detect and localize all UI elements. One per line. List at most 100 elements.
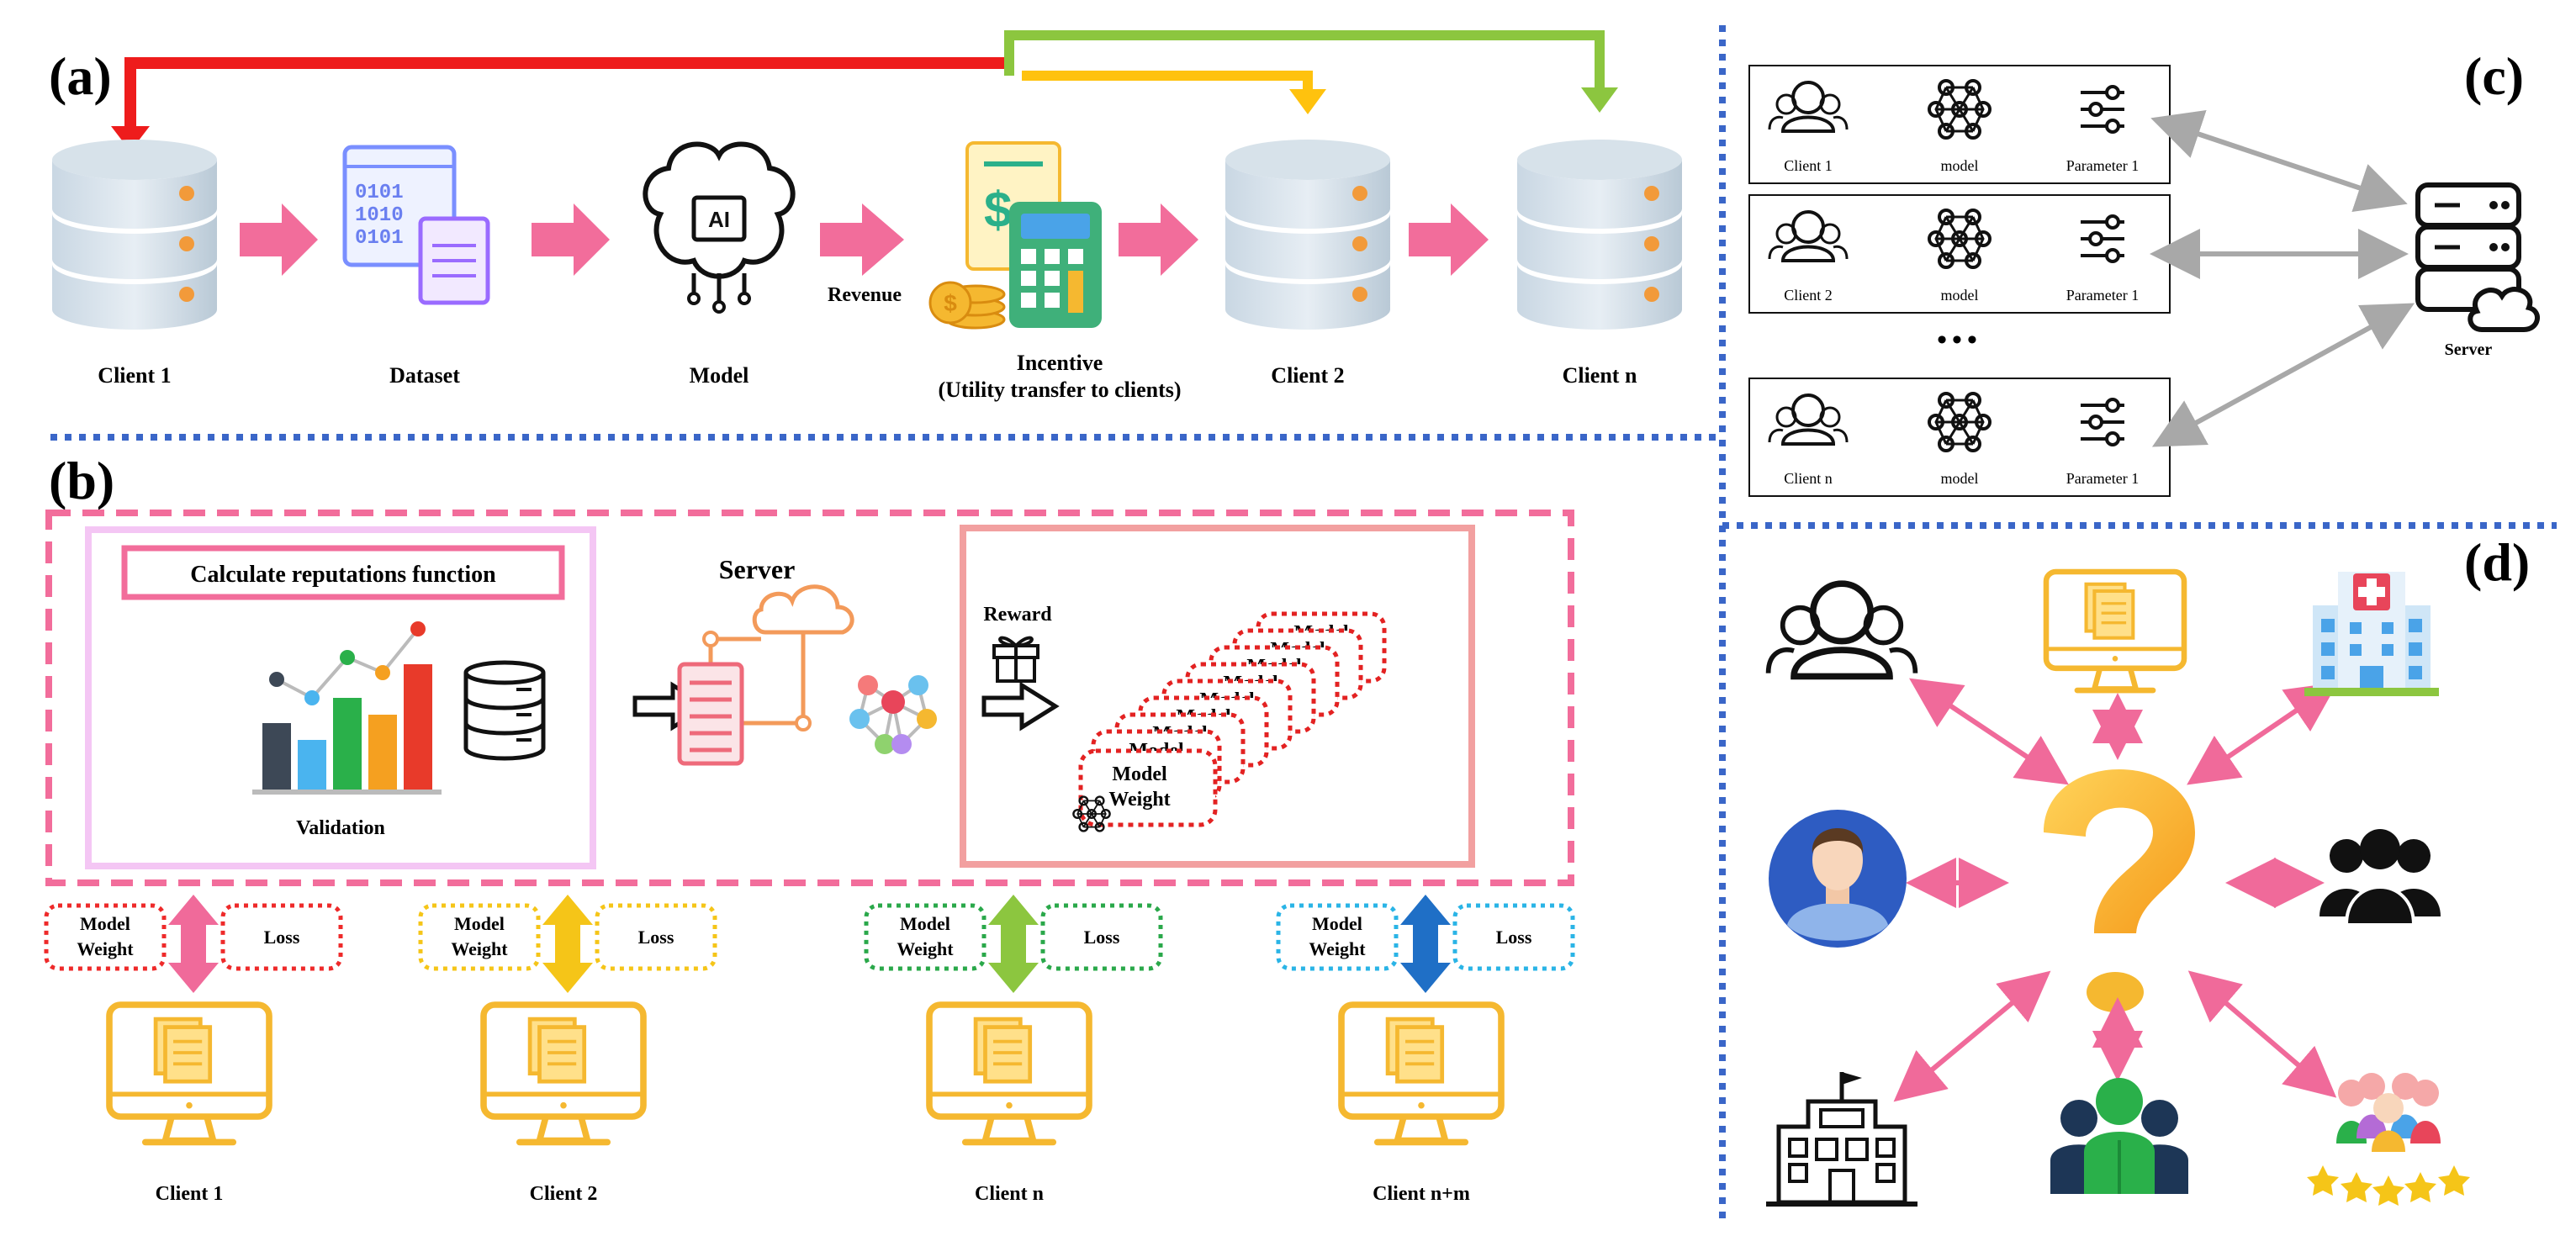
model-weight-line2: Weight [1309, 938, 1366, 959]
model-weight-box [864, 903, 986, 971]
panel-d: (d) ? [0, 532, 2530, 1207]
svg-text:1010: 1010 [355, 204, 404, 227]
row-model-label: model [1941, 470, 1979, 487]
exchange-double-arrow [542, 895, 593, 993]
exchange-double-arrow [168, 895, 219, 993]
reputation-function-title: Calculate reputations function [190, 562, 496, 588]
client-parameter-row: Client n model Parameter 1 [1748, 378, 2171, 497]
client2-database-icon [1225, 140, 1390, 330]
label-model: Model [690, 363, 749, 388]
server-connections [2150, 109, 2415, 447]
row-param-label: Parameter 1 [2066, 470, 2139, 487]
label-client2: Client 2 [1271, 363, 1344, 388]
dollar-sign: $ [984, 182, 1012, 238]
flow-arrow [532, 203, 610, 276]
server-label: Server [719, 554, 796, 584]
stakeholder-arrows [1893, 678, 2338, 1102]
label-incentive-line2: (Utility transfer to clients) [938, 378, 1181, 402]
client1-database-icon [52, 140, 217, 330]
reward-label: Reward [983, 604, 1052, 626]
gift-icon [992, 636, 1039, 683]
row-model-label: model [1941, 157, 1979, 174]
front-card-line1: Model [1112, 763, 1167, 785]
svg-text:0101: 0101 [355, 182, 404, 204]
exchange-double-arrow [988, 895, 1039, 993]
label-clientn: Client n [1563, 363, 1637, 388]
client-monitor-icon [1341, 1005, 1501, 1142]
coin-dollar-sign: $ [944, 290, 957, 316]
model-weight-line1: Model [80, 913, 130, 934]
server-c-label: Server [2445, 341, 2493, 359]
parameter-slider-icon [2079, 398, 2126, 446]
validation-label: Validation [296, 817, 385, 839]
validation-box [85, 526, 596, 869]
parameter-slider-icon [2079, 85, 2126, 134]
client-monitor-icon [109, 1005, 269, 1142]
panel-a: (a) Client 1 0101 1010 0101 Dataset [49, 30, 1682, 402]
server-rack-icon [2415, 182, 2540, 332]
incentive-calculator-icon: $ $ [928, 141, 1102, 330]
row-client-label: Client 1 [1784, 157, 1833, 174]
model-weight-line1: Model [1312, 913, 1362, 934]
client-name: Client 1 [156, 1183, 224, 1205]
rated-team-icon [2307, 1073, 2470, 1206]
person-avatar-icon [1769, 810, 1907, 948]
hospital-icon [2304, 572, 2439, 696]
panel-b: (b) Calculate reputations function [44, 451, 1575, 1205]
incentive-feedback-arrows [111, 30, 1618, 151]
users-group-outline-icon [1769, 584, 1916, 676]
ai-brain-icon: AI [643, 141, 796, 314]
clientn-database-icon [1517, 140, 1682, 330]
validation-database-icon [463, 660, 546, 761]
label-dataset: Dataset [389, 363, 460, 388]
row-model-label: model [1941, 287, 1979, 304]
panel-d-letter: (d) [2464, 532, 2530, 592]
loss-label: Loss [1496, 927, 1532, 948]
client-name: Client n [975, 1183, 1044, 1205]
reputation-title-box [121, 545, 565, 600]
flow-arrow [1409, 203, 1489, 276]
row-param-label: Parameter 1 [2066, 157, 2139, 174]
model-weight-line1: Model [900, 913, 950, 934]
cloud-server-icon [677, 584, 854, 766]
label-revenue: Revenue [828, 284, 902, 306]
front-card-line2: Weight [1108, 789, 1170, 811]
panel-a-letter: (a) [49, 46, 112, 106]
flow-arrow [1119, 203, 1198, 276]
loss-box [1452, 903, 1575, 971]
flow-arrow [820, 203, 904, 276]
arrow-outline-icon [981, 681, 1060, 731]
people-group-icon [2319, 829, 2441, 927]
neural-network-icon [849, 675, 937, 754]
ai-chip-label: AI [708, 207, 730, 232]
model-weight-line2: Weight [77, 938, 134, 959]
panel-b-letter: (b) [49, 451, 114, 510]
row-client-label: Client n [1784, 470, 1833, 487]
model-weight-box [44, 903, 167, 971]
loss-box [220, 903, 343, 971]
model-weight-box [1276, 903, 1399, 971]
dataset-icon: 0101 1010 0101 [342, 145, 490, 305]
model-weight-line2: Weight [451, 938, 508, 959]
panel-c-letter: (c) [2464, 46, 2524, 106]
school-building-icon [1766, 1072, 1917, 1207]
flow-arrow [240, 203, 318, 276]
reward-box [960, 525, 1475, 868]
client-parameter-row: Client 1 model Parameter 1 [1748, 65, 2171, 184]
model-weight-card-front: Model Weight [1072, 748, 1218, 832]
server-process-frame [45, 510, 1574, 886]
client-monitor-icon [484, 1005, 643, 1142]
loss-box [1040, 903, 1163, 971]
exchange-double-arrow [1400, 895, 1451, 993]
model-weight-box [418, 903, 541, 971]
model-weight-line2: Weight [897, 938, 954, 959]
team-members-icon [2050, 1078, 2188, 1194]
client-name: Client 2 [530, 1183, 598, 1205]
